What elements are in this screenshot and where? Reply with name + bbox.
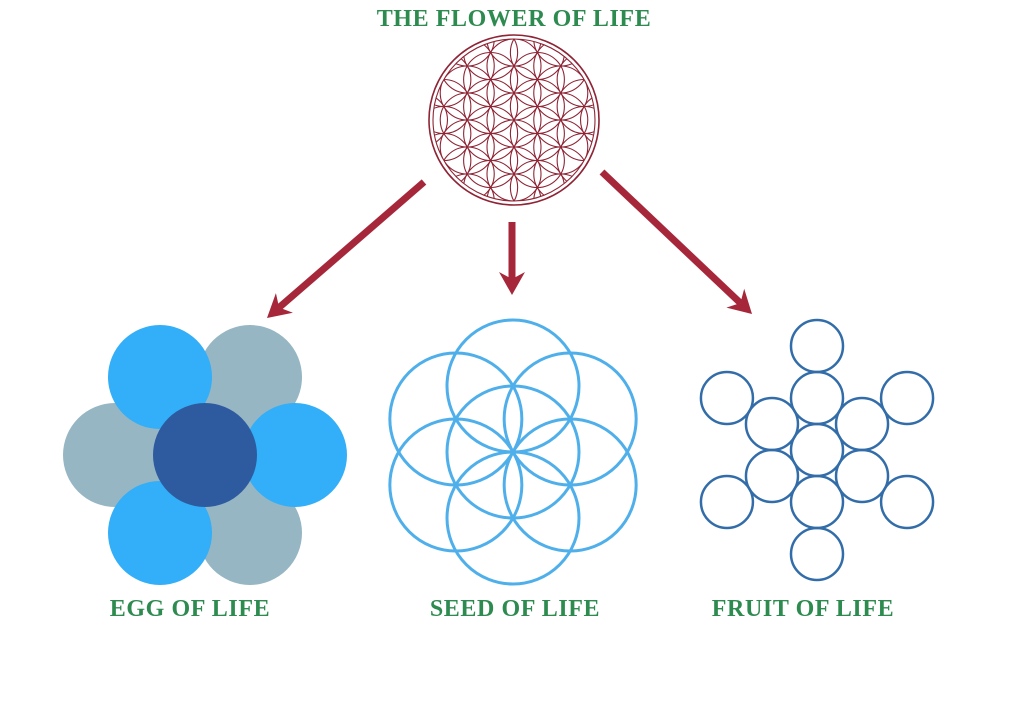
- arrow-to-seed-of-life: [499, 222, 525, 295]
- fruit-of-life-figure: [699, 318, 935, 582]
- arrowhead: [726, 288, 752, 314]
- egg-of-life-label: EGG OF LIFE: [109, 596, 271, 622]
- arrow-to-fruit-of-life: [599, 169, 752, 314]
- seed-of-life-figure: [388, 318, 638, 586]
- arrowhead: [499, 272, 525, 295]
- egg-of-life-figure: [63, 325, 347, 585]
- flower-of-life-figure: [428, 34, 600, 206]
- diagram-title: THE FLOWER OF LIFE: [376, 6, 652, 32]
- fruit-of-life-label: FRUIT OF LIFE: [711, 596, 895, 622]
- seed-of-life-label: SEED OF LIFE: [429, 596, 601, 622]
- arrowhead: [267, 293, 293, 318]
- arrow-to-egg-of-life: [267, 179, 427, 318]
